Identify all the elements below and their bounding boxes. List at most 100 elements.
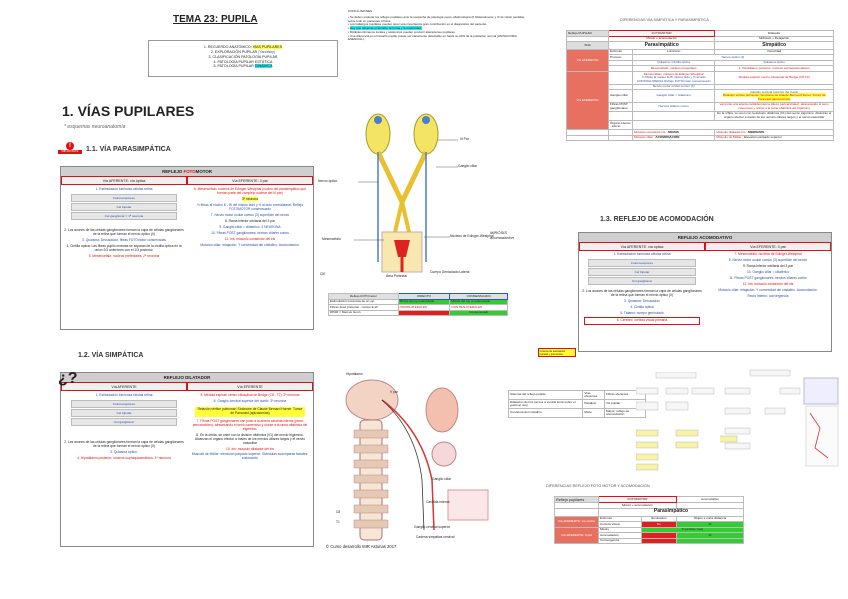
diff2-vef: Vía EFERENTE: 3 par <box>554 526 599 545</box>
credit-2: © Curso desarrollo MIR Asturias 2017 <box>326 544 397 549</box>
conclusion-3: • Hay que observar el tamaño, la forma y… <box>348 26 422 30</box>
diff1-vaf: Vía AFERENTE <box>566 48 609 73</box>
label-ganglio-ciliar: Ganglio ciliar <box>458 164 478 168</box>
label-v-par: V par <box>390 390 398 394</box>
label-hipotalamo: Hipotálamo <box>346 372 363 376</box>
label-cadena: Cadena simpática cervical <box>416 535 455 539</box>
label-edinger: Núcleos de Edinger-Westphal <box>450 234 494 238</box>
differences-title: DIFERENCIAS VÍA SIMPÁTICA Y PARASIMPÁTIC… <box>620 18 709 22</box>
flow-diagram-left <box>635 371 718 472</box>
section-heading-parasimpatica: 1.1. VÍA PARASIMPÁTICA <box>86 146 171 153</box>
cmp1-r2c: CONTRALATERALES <box>449 304 508 311</box>
label-c8: C8 <box>336 510 341 514</box>
para-step-6-note: ½ fibras al núcleo E - W del mismo lado … <box>196 202 304 211</box>
diff1-orb: En la órbita, se unen con la división of… <box>714 110 834 122</box>
acom-step-9: 9. Rama inferior orbitaria del 3 par <box>742 263 794 268</box>
acom-ganglionar: Cel ganglionar <box>588 276 696 285</box>
acom-step-8: 8. Nervio motor ocular común (3) superfi… <box>728 257 808 262</box>
diff1-qo: Quiasma óptico <box>714 59 834 67</box>
acom-bipolar: Cel bipolar <box>588 267 696 276</box>
symp-fotoreceptores: Fotorreceptores <box>71 399 177 408</box>
page-title: TEMA 23: PUPILA <box>173 14 258 25</box>
diff2-ref: Reflejo pupilares <box>554 495 599 504</box>
symp-step-7: 7. Fibras POST ganglionares van junto a … <box>192 418 308 431</box>
label-mesencefalo: Mesencéfalo <box>322 237 341 241</box>
symp-header: REFLEJO DILATADOR <box>61 373 313 382</box>
credit-logo: CIE <box>320 272 326 276</box>
diff1-carot: van junto a la arteria carótida interna … <box>714 101 834 112</box>
cmp2-r1a: Dilatación del iris (al sus a ventral le… <box>507 399 584 410</box>
diff1-par: Parasimpático <box>607 41 716 50</box>
acom-step-6: 6. Cerebro: corteza visual primaria <box>584 316 700 325</box>
cmp2-h2: Vías eferentes <box>582 389 605 401</box>
acom-afferent: Vía AFERENTE: vía óptica <box>579 242 705 251</box>
para-step-4: 4. Cintilla óptica: Las fibras pupilo mo… <box>66 243 182 252</box>
label-carotida: Carótida interna <box>426 500 450 504</box>
diff1-midr: MIDRIASIS <box>748 129 765 134</box>
index-item-2b: (Yanofsky) <box>258 49 276 54</box>
section-heading-acomodacion: 1.3. REFLEJO DE ACOMODACIÓN <box>600 216 714 223</box>
diff1-fibras: Fibras POST ganglionares <box>608 101 633 112</box>
diff2-acom: Acomodativo <box>675 495 745 504</box>
diff2-par: Parasimpático <box>598 507 744 517</box>
acom-step-4: 4. Cintilla óptica <box>630 304 654 309</box>
symp-step-6-note: Relación vértice pulmonar: Síndrome de C… <box>195 406 305 417</box>
index-item-5: 5. PATOLOGÍA PUPILAR <box>213 64 254 69</box>
symp-step-10-note: Músculo de Müller: elevación párpado sup… <box>191 452 309 461</box>
diff1-eps: Elevación párpado superior <box>744 135 782 140</box>
para-step-5: 5. Mesencéfalo: núcleos pretectales. 2ª … <box>88 253 160 258</box>
cmp1-h3: CONSENSUADO <box>449 293 508 300</box>
pathway-illustration <box>354 113 458 273</box>
acom-left-col: 1. Estimulación luminosa células retina … <box>579 251 705 326</box>
flow-diagram <box>681 368 840 478</box>
acom-step-7: 7. Mesencéfalo: núcleos de Edinger-Westp… <box>734 252 802 256</box>
index-box: 1. RECUERDO ANATÓMICO: VÍAS PUPILARES 2.… <box>148 40 338 77</box>
para-step-11-note: Músculo ciliar: relajación. Y convexidad… <box>200 242 300 247</box>
label-geniculado: Cuerpo Geniculado Lateral <box>430 270 470 274</box>
para-step-7: 7. Nervio motor ocular común (3) superfi… <box>210 212 290 217</box>
symp-step-5: 5. Médula espinal: centro ciliospinal de… <box>200 393 300 397</box>
cmp2-r2a: Curvatura del cristalino <box>507 408 584 419</box>
subtitle: * esquemas neuroanatomía <box>64 124 126 130</box>
label-ganglio-ciliar-2: Ganglio ciliar <box>432 477 452 481</box>
diff2-conv: Convergencia <box>598 537 642 545</box>
diff1-gcs2: Relación vértice pulmonar: Síndrome de C… <box>722 93 826 101</box>
acom-step-5: 5. Tálamo: cuerpo geniculado <box>620 310 664 315</box>
label-iii-par: III Par <box>460 137 469 141</box>
diff1-ew: Mesencéfalo: núcleos de Edinger-Westphal <box>643 71 704 76</box>
para-header: REFLEJO FOTOMOTOR <box>61 167 313 176</box>
label-t1: T1 <box>336 520 340 524</box>
para-step-6-neuron: 3ª neurona <box>241 196 259 201</box>
index-item-1: 1. RECUERDO ANATÓMICO: <box>203 45 252 49</box>
label-ganglio-cervical: Ganglio cervical superior <box>414 525 451 529</box>
cmp1-r2a: Fibras desd pretectal - núcleo E-W <box>328 304 399 311</box>
diff1-ewb: ½ fibras al núcleo E-W mismo lado y ½ al… <box>636 75 711 83</box>
section-heading-simpatica: 1.2. VÍA SIMPÁTICA <box>78 352 144 359</box>
cmp2-r1b: Parálisis <box>582 399 605 410</box>
cmp1-r1b: Miosis del ojo estimulado <box>397 298 451 306</box>
diff1-mcil: Músculo ciliar <box>634 135 653 140</box>
cmp1-r3a: DPAR = Marcus Gunn <box>328 309 399 317</box>
symp-left-col: 1. Estimulación luminosa células retina … <box>61 391 187 464</box>
question-icon: ¿? <box>58 370 78 387</box>
parasympathetic-table: REFLEJO FOTOMOTOR Vía AFERENTE: vía ópti… <box>60 166 314 330</box>
diff1-ncc: Nervios ciliares cortos <box>631 101 716 112</box>
index-item-5b: DINÁMICA <box>254 64 273 69</box>
cmp1-r3c: Consensuado <box>449 309 508 317</box>
alert-icon: ! <box>66 142 74 150</box>
cmp1-h2: DIRECTO <box>397 293 451 300</box>
sympathetic-table: REFLEJO DILATADOR Vía AFERENTE¿? Vía EFE… <box>58 371 314 547</box>
conclusion-1: • Se deben explorar los reflejos pupilar… <box>348 14 525 23</box>
symp-afferent: Vía AFERENTE¿? <box>58 371 187 391</box>
acom-header: REFLEJO ACOMODATIVO <box>579 233 831 242</box>
para-fotoreceptores: Fotorreceptores <box>71 193 177 202</box>
diff1-vef: Vía EFERENTE <box>566 71 609 131</box>
diff1-q: Quiasma: Cintilla óptica <box>631 59 716 67</box>
diff1-org: Órgano efector - efecto <box>608 120 633 131</box>
cmp2-r2b: Mixto <box>582 408 605 419</box>
symp-step-1: 1. Estimulación luminosa células retina <box>95 393 153 397</box>
flow-boxes <box>635 371 715 471</box>
para-step-1: 1. Estimulación luminosa células retina <box>95 187 153 191</box>
diff1-gg: Ganglio ciliar <box>608 89 633 103</box>
